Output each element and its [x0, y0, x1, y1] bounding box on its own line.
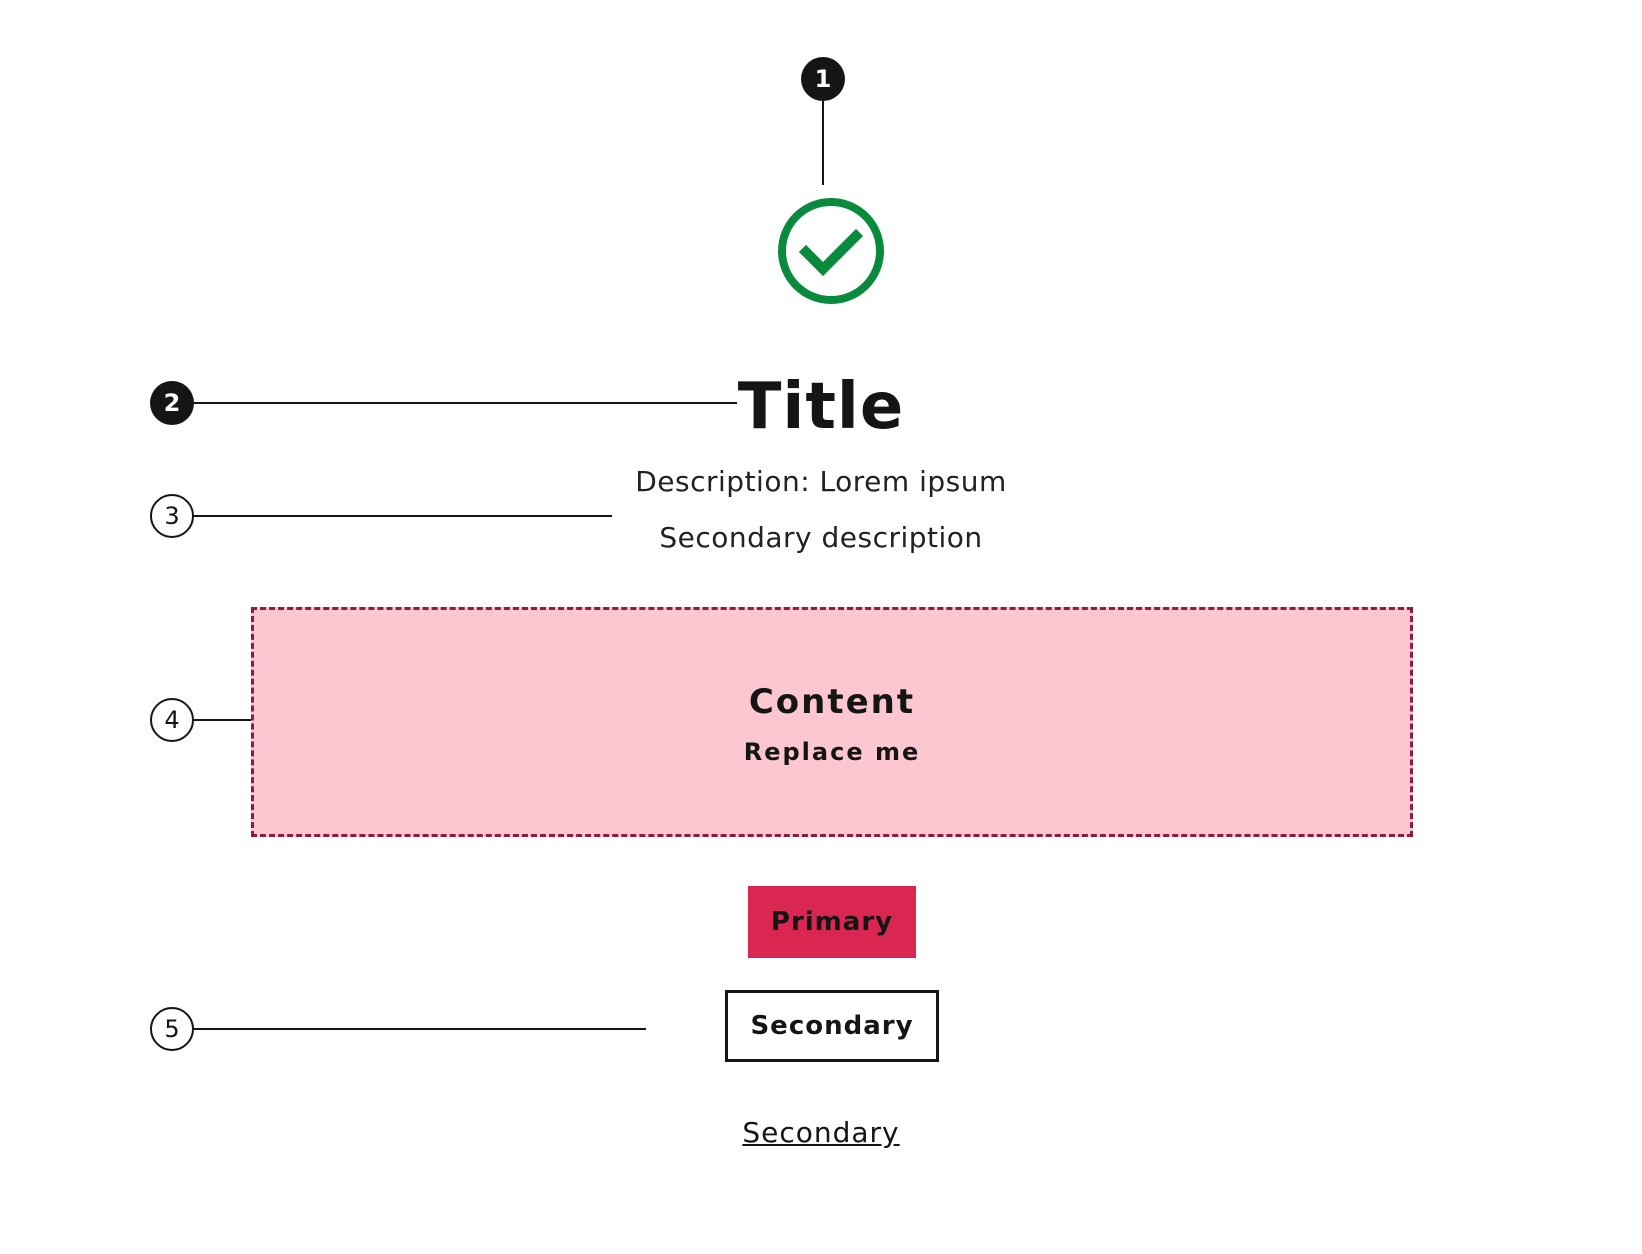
callout-number-2: 2 — [163, 389, 181, 417]
callout-marker-1: 1 — [801, 57, 845, 101]
callout-line-1 — [822, 100, 824, 185]
callout-line-4 — [194, 719, 252, 721]
content-title: Content — [748, 682, 916, 722]
callout-marker-3: 3 — [150, 494, 194, 538]
callout-number-3: 3 — [164, 502, 180, 530]
page-title: Title — [737, 370, 905, 444]
secondary-link[interactable]: Secondary — [742, 1116, 900, 1149]
secondary-description: Secondary description — [659, 521, 983, 554]
callout-marker-4: 4 — [150, 698, 194, 742]
callout-number-1: 1 — [814, 65, 832, 93]
primary-button[interactable]: Primary — [748, 886, 916, 958]
secondary-button[interactable]: Secondary — [725, 990, 939, 1062]
callout-number-4: 4 — [164, 706, 180, 734]
callout-line-3 — [194, 515, 612, 517]
check-circle-icon — [778, 198, 884, 304]
content-placeholder: Content Replace me — [251, 607, 1413, 837]
callout-line-5 — [194, 1028, 646, 1030]
callout-line-2 — [194, 402, 737, 404]
callout-number-5: 5 — [164, 1015, 180, 1043]
description: Description: Lorem ipsum — [635, 465, 1007, 498]
secondary-link-row: Secondary — [0, 1116, 1642, 1149]
content-subtitle: Replace me — [743, 738, 921, 766]
callout-marker-5: 5 — [150, 1007, 194, 1051]
callout-marker-2: 2 — [150, 381, 194, 425]
